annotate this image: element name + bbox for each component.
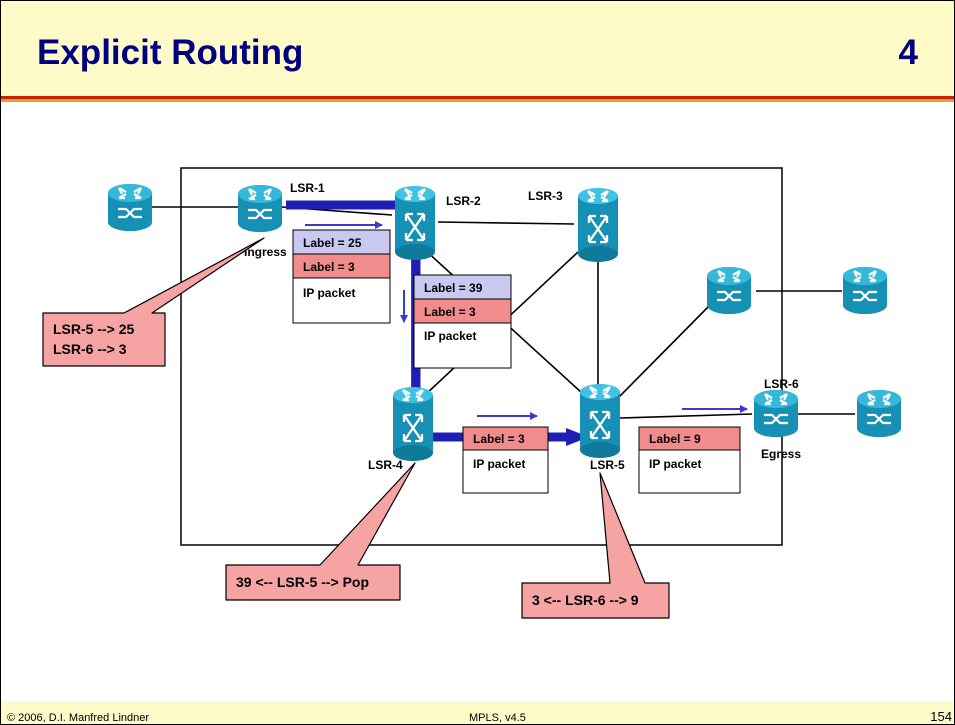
packet-1-inner-label: Label = 3 <box>303 260 355 274</box>
lsr5-switch-icon <box>578 382 622 458</box>
packet-3-payload: IP packet <box>473 457 525 471</box>
lsr6-router-icon <box>753 388 799 439</box>
slide-section-number: 4 <box>898 33 918 72</box>
callout-ingress-line1: LSR-5 --> 25 <box>53 321 135 337</box>
edge-router-left-icon <box>107 182 153 233</box>
lsr3-switch-icon <box>576 186 620 262</box>
edge-router-far-right-top-icon <box>842 265 888 316</box>
ingress-label: Ingress <box>244 245 287 259</box>
packet-1-outer-label: Label = 25 <box>303 236 362 250</box>
packet-3-label: Label = 3 <box>473 432 525 446</box>
network-boundary <box>180 167 783 546</box>
lsr2-label: LSR-2 <box>446 194 481 208</box>
packet-2-outer-label: Label = 39 <box>424 281 483 295</box>
slide-header: Explicit Routing 4 <box>1 1 954 96</box>
packet-1-payload: IP packet <box>303 286 355 300</box>
callout-lsr4: 39 <-- LSR-5 --> Pop <box>225 462 416 601</box>
lsr3-label: LSR-3 <box>528 189 563 203</box>
callout-ingress-line2: LSR-6 --> 3 <box>53 341 127 357</box>
packet-2: Label = 39 Label = 3 IP packet <box>413 274 512 369</box>
packet-2-inner-label: Label = 3 <box>424 305 476 319</box>
header-rule-gold <box>1 99 954 102</box>
packet-4-payload: IP packet <box>649 457 701 471</box>
packet-4: Label = 9 IP packet <box>638 426 741 494</box>
footer-copyright: © 2006, D.I. Manfred Lindner <box>7 712 150 724</box>
header-rule-red <box>1 96 954 99</box>
edge-router-right-top-icon <box>706 265 752 316</box>
lsr2-switch-icon <box>393 184 437 260</box>
lsr4-label: LSR-4 <box>368 458 403 472</box>
footer-page-number: 154 <box>930 709 952 724</box>
callout-lsr4-text: 39 <-- LSR-5 --> Pop <box>236 574 369 590</box>
callout-ingress: LSR-5 --> 25 LSR-6 --> 3 <box>42 237 265 367</box>
lsr4-switch-icon <box>391 385 435 461</box>
egress-label: Egress <box>761 447 801 461</box>
callout-lsr5-text: 3 <-- LSR-6 --> 9 <box>532 592 639 608</box>
packet-1: Label = 25 Label = 3 IP packet <box>292 229 391 324</box>
lsr5-label: LSR-5 <box>590 458 625 472</box>
callout-lsr5: 3 <-- LSR-6 --> 9 <box>521 472 670 619</box>
packet-2-payload: IP packet <box>424 329 476 343</box>
footer-course: MPLS, v4.5 <box>469 712 526 724</box>
lsr1-router-icon <box>237 183 283 234</box>
slide-title: Explicit Routing <box>37 33 304 72</box>
slide-footer: © 2006, D.I. Manfred Lindner MPLS, v4.5 … <box>1 701 954 724</box>
edge-router-far-right-bottom-icon <box>856 388 902 439</box>
lsr1-label: LSR-1 <box>290 181 325 195</box>
lsp-arrowhead <box>566 428 589 446</box>
packet-3: Label = 3 IP packet <box>462 426 549 494</box>
lsr6-label: LSR-6 <box>764 377 799 391</box>
packet-4-label: Label = 9 <box>649 432 701 446</box>
